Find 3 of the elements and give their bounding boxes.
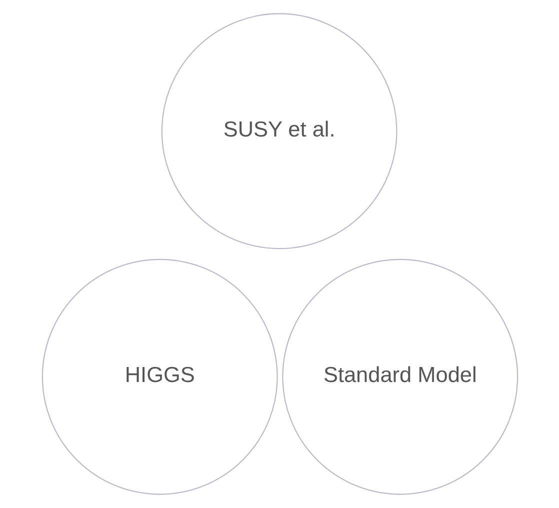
node-circle: HIGGS xyxy=(41,258,278,495)
node-circle: SUSY et al. xyxy=(160,13,397,250)
node-circle: Standard Model xyxy=(282,258,518,495)
